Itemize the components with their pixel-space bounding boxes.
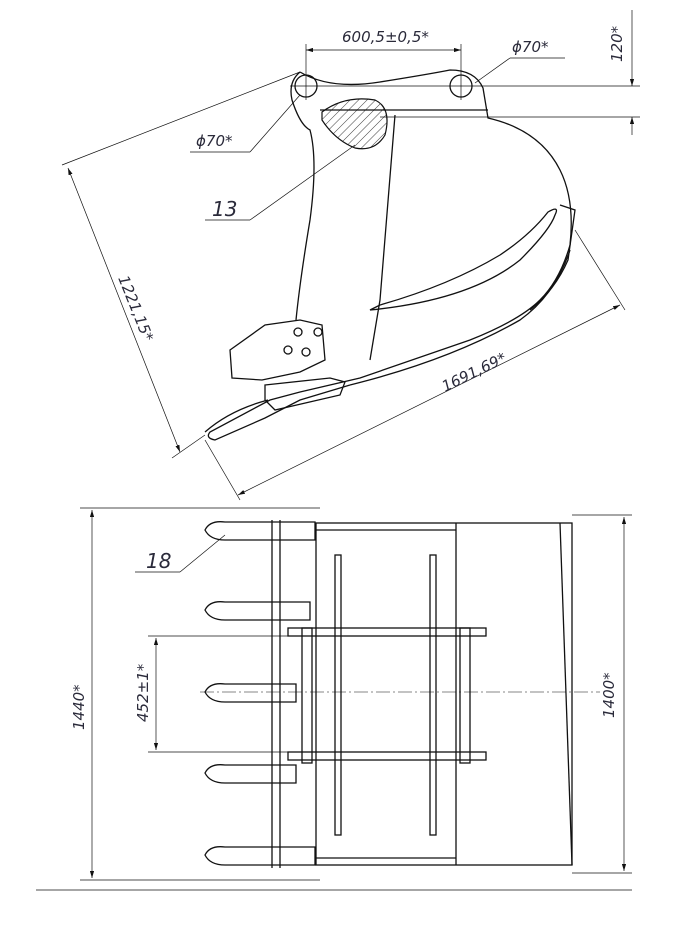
dim-tooth-spacing: 452±1* (134, 663, 152, 722)
dim-depth: 1221,15* (114, 273, 157, 345)
dim-overall-width: 1440* (70, 684, 88, 730)
dim-pin-height: 120* (608, 25, 626, 62)
top-view: 18 1440* 452±1* 1400* (36, 507, 632, 891)
dim-pin-diameter-left: ϕ70* (196, 132, 233, 150)
bucket-top-outline (315, 522, 573, 866)
dim-pin-distance: 600,5±0,5* (342, 28, 429, 46)
teeth (204, 521, 316, 866)
dim-pin-diameter-right: ϕ70* (512, 38, 549, 56)
callout-13: 13 (212, 197, 237, 221)
callout-18: 18 (146, 549, 171, 573)
dim-inner-width: 1400* (600, 672, 618, 718)
dim-length: 1691,69* (439, 349, 510, 396)
section-13 (321, 98, 388, 150)
bucket-side-outline (207, 69, 572, 441)
side-view: 600,5±0,5* ϕ70* ϕ70* 120* 13 1221,15* 16… (61, 10, 640, 501)
